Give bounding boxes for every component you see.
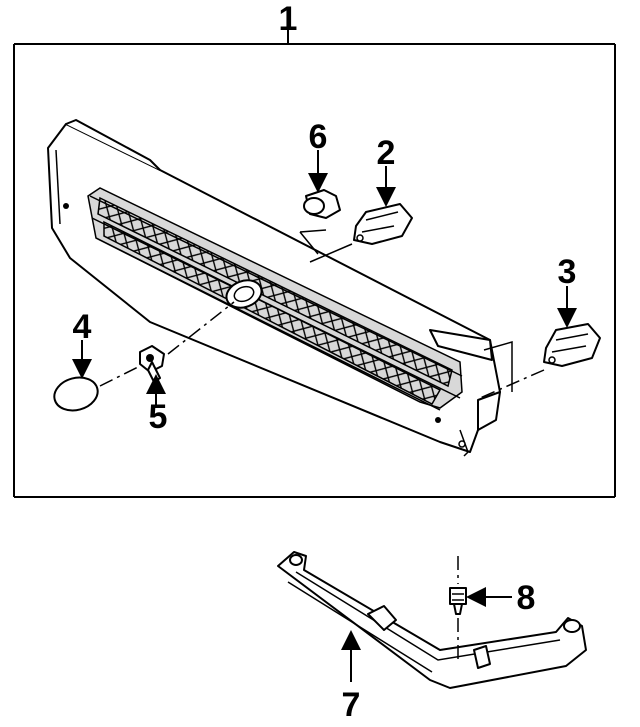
assembly-frame xyxy=(13,43,616,498)
callout-2-label: 2 xyxy=(377,134,396,172)
callout-1: 1 xyxy=(279,0,298,44)
radiator-grille xyxy=(47,119,501,457)
part-5-retainer: 5 xyxy=(139,301,235,436)
callout-8-label: 8 xyxy=(517,579,536,617)
callout-1-label: 1 xyxy=(279,0,298,38)
callout-5-label: 5 xyxy=(149,398,168,436)
callout-4-label: 4 xyxy=(73,308,92,346)
callout-3-label: 3 xyxy=(558,253,577,291)
callout-6-label: 6 xyxy=(309,118,328,156)
part-3-bracket: 3 xyxy=(479,253,601,399)
part-8-stud: 8 xyxy=(449,556,536,660)
callout-7-label: 7 xyxy=(342,686,361,724)
part-4-emblem-cap: 4 xyxy=(53,308,141,412)
part-6-clip: 6 xyxy=(299,118,341,255)
part-7-molding: 7 xyxy=(277,551,587,724)
part-2-bracket: 2 xyxy=(309,134,413,263)
